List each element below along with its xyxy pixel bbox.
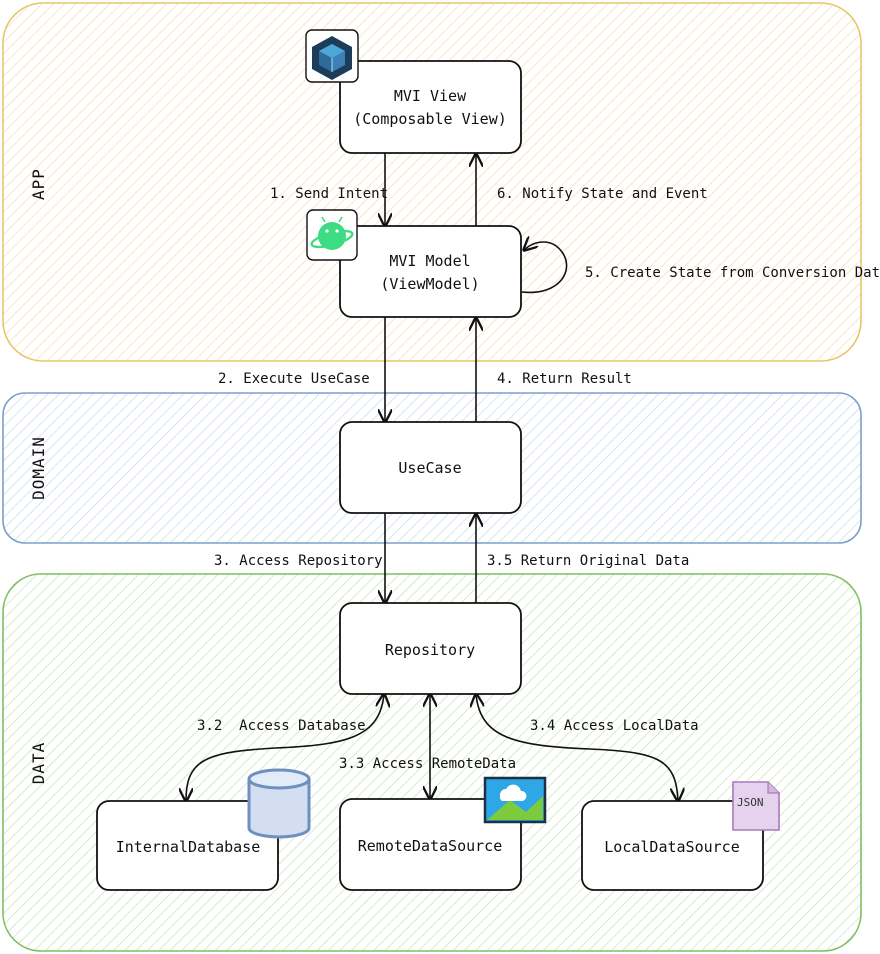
box-internal-database[interactable]: InternalDatabase [96,800,279,891]
label-return-result: 4. Return Result [497,371,632,387]
mvi-view-subtitle: (Composable View) [353,110,507,128]
cloud-image-icon [483,776,547,824]
label-return-original: 3.5 Return Original Data [487,553,689,569]
label-access-local: 3.4 Access LocalData [530,718,699,734]
repository-label: Repository [385,641,475,659]
box-remote-data-source[interactable]: RemoteDataSource [339,798,522,891]
box-mvi-model[interactable]: MVI Model (ViewModel) [339,225,522,318]
mvi-model-subtitle: (ViewModel) [380,275,479,293]
label-access-remote: 3.3 Access RemoteData [339,756,516,772]
label-access-repository: 3. Access Repository [214,553,383,569]
layer-label-app: APP [29,168,48,200]
box-usecase[interactable]: UseCase [339,421,522,514]
database-cylinder-icon [247,768,311,839]
box-repository[interactable]: Repository [339,602,522,695]
arrow-create-state [522,242,568,294]
usecase-label: UseCase [398,459,461,477]
layer-label-data: DATA [29,742,48,785]
jetpack-compose-icon [305,29,359,83]
local-data-source-label: LocalDataSource [604,838,739,856]
box-mvi-view[interactable]: MVI View (Composable View) [339,60,522,154]
label-notify-state: 6. Notify State and Event [497,186,708,202]
arrow-access-local [476,694,678,801]
remote-data-source-label: RemoteDataSource [358,837,503,855]
arrow-access-database [186,694,384,801]
layer-label-domain: DOMAIN [29,436,48,500]
layer-app: APP [2,2,862,362]
json-file-label: JSON [737,796,764,809]
label-create-state: 5. Create State from Conversion Data [585,265,880,281]
mvi-model-title: MVI Model [389,252,470,270]
mvi-view-title: MVI View [394,87,467,105]
json-file-icon: JSON [732,781,780,831]
label-execute-usecase: 2. Execute UseCase [218,371,370,387]
internal-database-label: InternalDatabase [116,838,261,856]
android-planet-icon [306,209,358,261]
box-local-data-source[interactable]: LocalDataSource [581,800,764,891]
label-access-database: 3.2 Access Database [197,718,366,734]
label-send-intent: 1. Send Intent [270,186,388,202]
